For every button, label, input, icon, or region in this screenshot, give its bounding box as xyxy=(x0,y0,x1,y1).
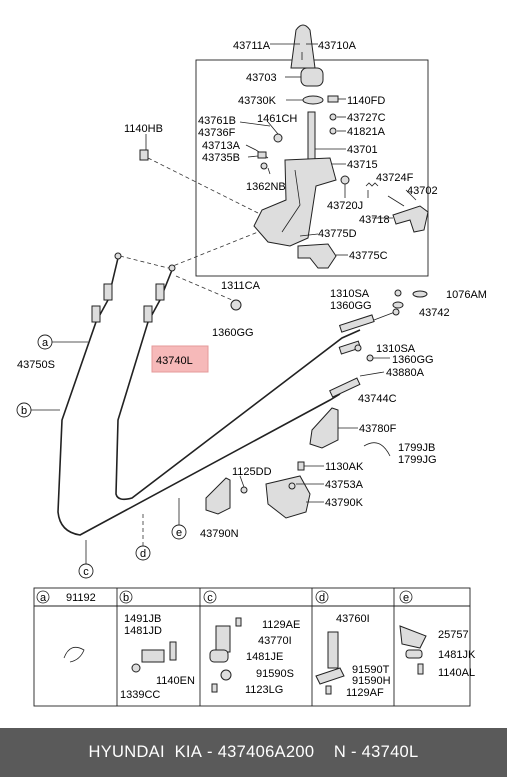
base-plate xyxy=(297,243,337,269)
legend-d-letter: d xyxy=(319,592,325,604)
label-43702: 43702 xyxy=(407,185,438,197)
marker-b: b xyxy=(16,402,60,418)
label-1130ak: 1130AK xyxy=(325,461,364,473)
label-43711a: 43711A xyxy=(233,40,271,52)
label-43727c: 43727C xyxy=(347,112,386,124)
footer-part-number: 437406A200 xyxy=(217,743,315,761)
legend-b-1339cc: 1339CC xyxy=(120,689,160,701)
part-number-footer: HYUNDAI KIA - 437406A200 N - 43740L xyxy=(0,728,507,777)
bracket-43790k xyxy=(265,475,311,519)
label-43744c: 43744C xyxy=(358,393,397,405)
marker-e: e xyxy=(171,498,187,540)
label-1799jg: 1799JG xyxy=(398,454,437,466)
label-1362nb: 1362NB xyxy=(246,181,286,193)
label-41821a: 41821A xyxy=(347,126,386,138)
legend-b-1481jd: 1481JD xyxy=(124,625,162,637)
marker-a: a xyxy=(37,334,88,350)
legend-e-1481jk: 1481JK xyxy=(438,649,476,661)
footer-brand: HYUNDAI KIA xyxy=(88,743,203,761)
label-1310sa-2: 1310SA xyxy=(376,343,416,355)
legend-d-1129af: 1129AF xyxy=(346,687,384,699)
label-43735b: 43735B xyxy=(202,152,240,164)
legend-a-clip xyxy=(63,646,85,663)
label-1140hb: 1140HB xyxy=(124,123,163,135)
bracket-43790n xyxy=(205,477,231,515)
label-1125dd: 1125DD xyxy=(232,466,272,478)
washer xyxy=(302,95,324,105)
label-43703: 43703 xyxy=(246,72,277,84)
bolt-1140fd xyxy=(327,95,339,103)
label-1461ch: 1461CH xyxy=(257,113,297,125)
legend-c-1481je: 1481JE xyxy=(246,651,283,663)
label-1311ca: 1311CA xyxy=(221,280,261,292)
label-43780f: 43780F xyxy=(359,423,397,435)
label-43790n: 43790N xyxy=(200,528,239,540)
legend-a-91192: 91192 xyxy=(66,592,96,604)
select-lever xyxy=(392,205,429,233)
callout-labels: 43711A 43710A 43703 43730K 1140FD 43761B… xyxy=(17,40,487,540)
parts-diagram: a b c d e 43711A 43710A 43703 43730K 114… xyxy=(16,24,487,707)
svg-text:e: e xyxy=(176,527,182,539)
legend-a-letter: a xyxy=(40,592,47,604)
label-1310sa-1: 1310SA xyxy=(330,288,370,300)
cable-43740l xyxy=(115,269,361,501)
svg-text:b: b xyxy=(21,405,27,417)
label-43750s: 43750S xyxy=(17,359,55,371)
shift-knob xyxy=(290,24,316,69)
cable-43750s xyxy=(57,257,341,536)
svg-text:c: c xyxy=(83,566,89,578)
legend-c-1129ae: 1129AE xyxy=(262,619,300,631)
bracket-43780f xyxy=(309,407,339,449)
label-43713a: 43713A xyxy=(202,140,241,152)
label-43740l: 43740L xyxy=(156,355,193,367)
label-43753a: 43753A xyxy=(325,479,364,491)
legend-c-letter: c xyxy=(207,592,213,604)
label-43718: 43718 xyxy=(359,214,390,226)
label-43701: 43701 xyxy=(347,144,378,156)
label-43715: 43715 xyxy=(347,159,378,171)
marker-c: c xyxy=(78,540,94,579)
legend-d-91590t: 91590T xyxy=(352,664,390,676)
label-1799jb: 1799JB xyxy=(398,442,435,454)
label-43730k: 43730K xyxy=(238,95,277,107)
legend-c-1123lg: 1123LG xyxy=(245,684,283,696)
legend-b-1140en: 1140EN xyxy=(156,675,195,687)
highlight-43740l xyxy=(151,345,209,373)
label-43720j: 43720J xyxy=(327,200,363,212)
legend-e-25757: 25757 xyxy=(438,629,469,641)
legend-b-letter: b xyxy=(123,592,129,604)
label-43710a: 43710A xyxy=(318,40,357,52)
legend-e-letter: e xyxy=(403,592,409,604)
clip-1799jb xyxy=(363,442,391,457)
legend-d-43760i: 43760I xyxy=(336,613,370,625)
label-43724f: 43724F xyxy=(376,172,414,184)
label-1360gg-3: 1360GG xyxy=(392,354,434,366)
svg-text:a: a xyxy=(42,337,49,349)
legend-e-1140al: 1140AL xyxy=(438,667,475,679)
shift-lever-bracket xyxy=(253,157,337,247)
legend-table: a 91192 b 1491JB 1481JD 1140EN 1339CC c … xyxy=(33,587,476,707)
shift-boot xyxy=(300,67,324,87)
label-1360gg-1: 1360GG xyxy=(330,300,372,312)
legend-c-91590s: 91590S xyxy=(256,668,294,680)
label-1076am: 1076AM xyxy=(446,289,487,301)
label-43775d: 43775D xyxy=(318,228,357,240)
svg-text:d: d xyxy=(140,548,146,560)
label-43761b: 43761B xyxy=(198,115,236,127)
footer-ref: 43740L xyxy=(361,743,419,761)
label-1140fd: 1140FD xyxy=(347,95,385,107)
marker-d: d xyxy=(135,512,151,561)
label-43790k: 43790K xyxy=(325,497,364,509)
legend-d-91590h: 91590H xyxy=(352,675,391,687)
bolt-1140hb xyxy=(139,149,149,161)
label-43736f: 43736F xyxy=(198,127,236,139)
legend-b-1491jb: 1491JB xyxy=(124,613,161,625)
label-43775c: 43775C xyxy=(349,250,388,262)
legend-c-43770i: 43770I xyxy=(258,635,292,647)
label-43880a: 43880A xyxy=(386,367,425,379)
label-43742: 43742 xyxy=(419,307,450,319)
label-1360gg-2: 1360GG xyxy=(212,327,254,339)
